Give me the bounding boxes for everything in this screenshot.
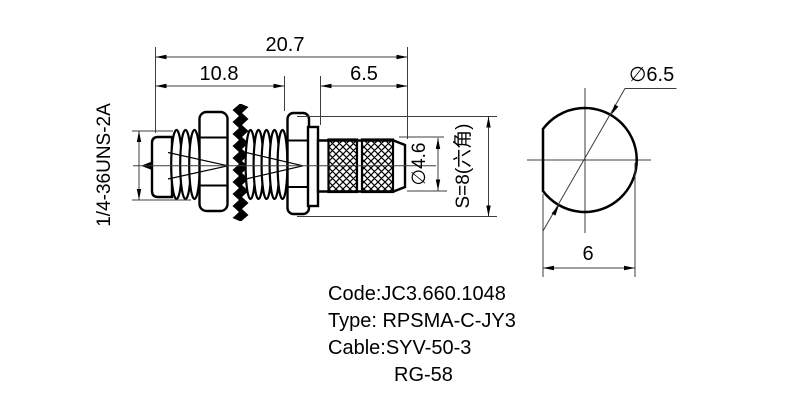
dimension-lines [132, 47, 497, 217]
interface-cap [150, 135, 174, 199]
part-type: Type: RPSMA-C-JY3 [328, 310, 516, 332]
end-view-centerlines [527, 88, 651, 233]
end-view-outline [541, 106, 638, 214]
dim-total-length-label: 20.7 [266, 34, 305, 56]
part-info: Code:JC3.660.1048 Type: RPSMA-C-JY3 Cabl… [328, 281, 516, 389]
thread-section-front [170, 128, 201, 201]
lock-washer [232, 104, 249, 221]
bore-taper-lines [167, 151, 304, 180]
diameter-leader [542, 88, 677, 232]
end-diameter-label: ∅6.5 [629, 64, 674, 86]
hex-size-label: S=8(六角) [452, 124, 474, 209]
body-diameter-label: ∅4.6 [409, 143, 430, 186]
end-flat-width-label: 6 [582, 243, 593, 265]
dim-rear-length-label: 6.5 [350, 63, 378, 85]
dim-front-length-label: 10.8 [200, 63, 239, 85]
hex-nut [198, 110, 229, 213]
part-cable: Cable:SYV-50-3 [328, 337, 472, 359]
thread-section-rear [244, 128, 289, 201]
thread-spec-label: 1/4-36UNS-2A [94, 103, 115, 227]
part-code: Code:JC3.660.1048 [328, 283, 506, 305]
step-ring [306, 125, 320, 208]
end-view: ∅6.5 6 [527, 64, 677, 277]
flat-width-arrows [543, 265, 635, 271]
flat-width-dimension [542, 163, 636, 277]
side-view [133, 104, 436, 221]
part-cable-alt: RG-58 [394, 364, 453, 386]
diameter-leader-arrows [551, 104, 619, 216]
dimension-arrows [136, 54, 491, 217]
